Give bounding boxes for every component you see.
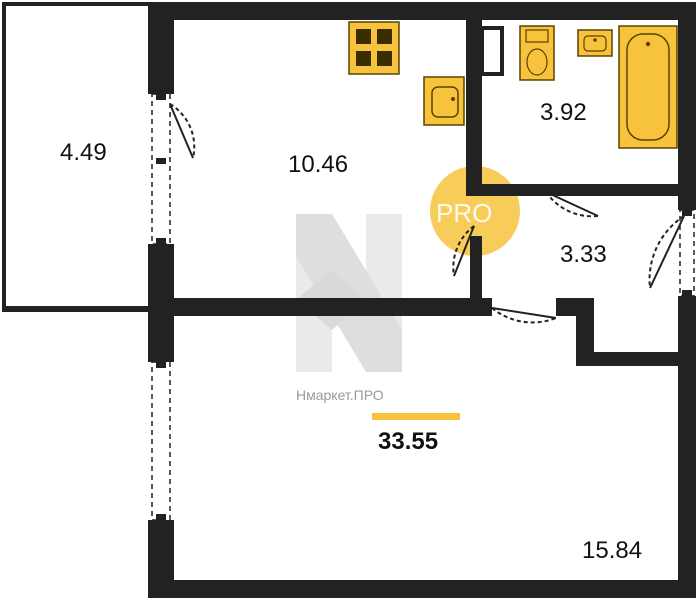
total-area: 33.55 xyxy=(378,428,438,455)
washbasin-icon xyxy=(577,29,613,57)
sink-icon xyxy=(423,76,465,126)
watermark-logo xyxy=(296,214,402,372)
total-area-accent-bar xyxy=(372,413,460,420)
pro-badge-text: PRO xyxy=(436,198,492,228)
room-area-kitchen: 10.46 xyxy=(288,151,348,178)
room-area-living: 15.84 xyxy=(582,537,642,564)
window-frames xyxy=(156,94,692,520)
toilet-icon xyxy=(519,25,555,81)
windows xyxy=(151,93,695,521)
room-area-bathroom: 3.92 xyxy=(540,99,587,126)
room-area-balcony: 4.49 xyxy=(60,139,107,166)
stove-icon xyxy=(348,21,400,75)
bathtub-icon xyxy=(618,25,678,149)
doors xyxy=(169,103,685,324)
room-area-hallway: 3.33 xyxy=(560,241,607,268)
watermark-text: Нмаркет.ПРО xyxy=(296,387,384,403)
